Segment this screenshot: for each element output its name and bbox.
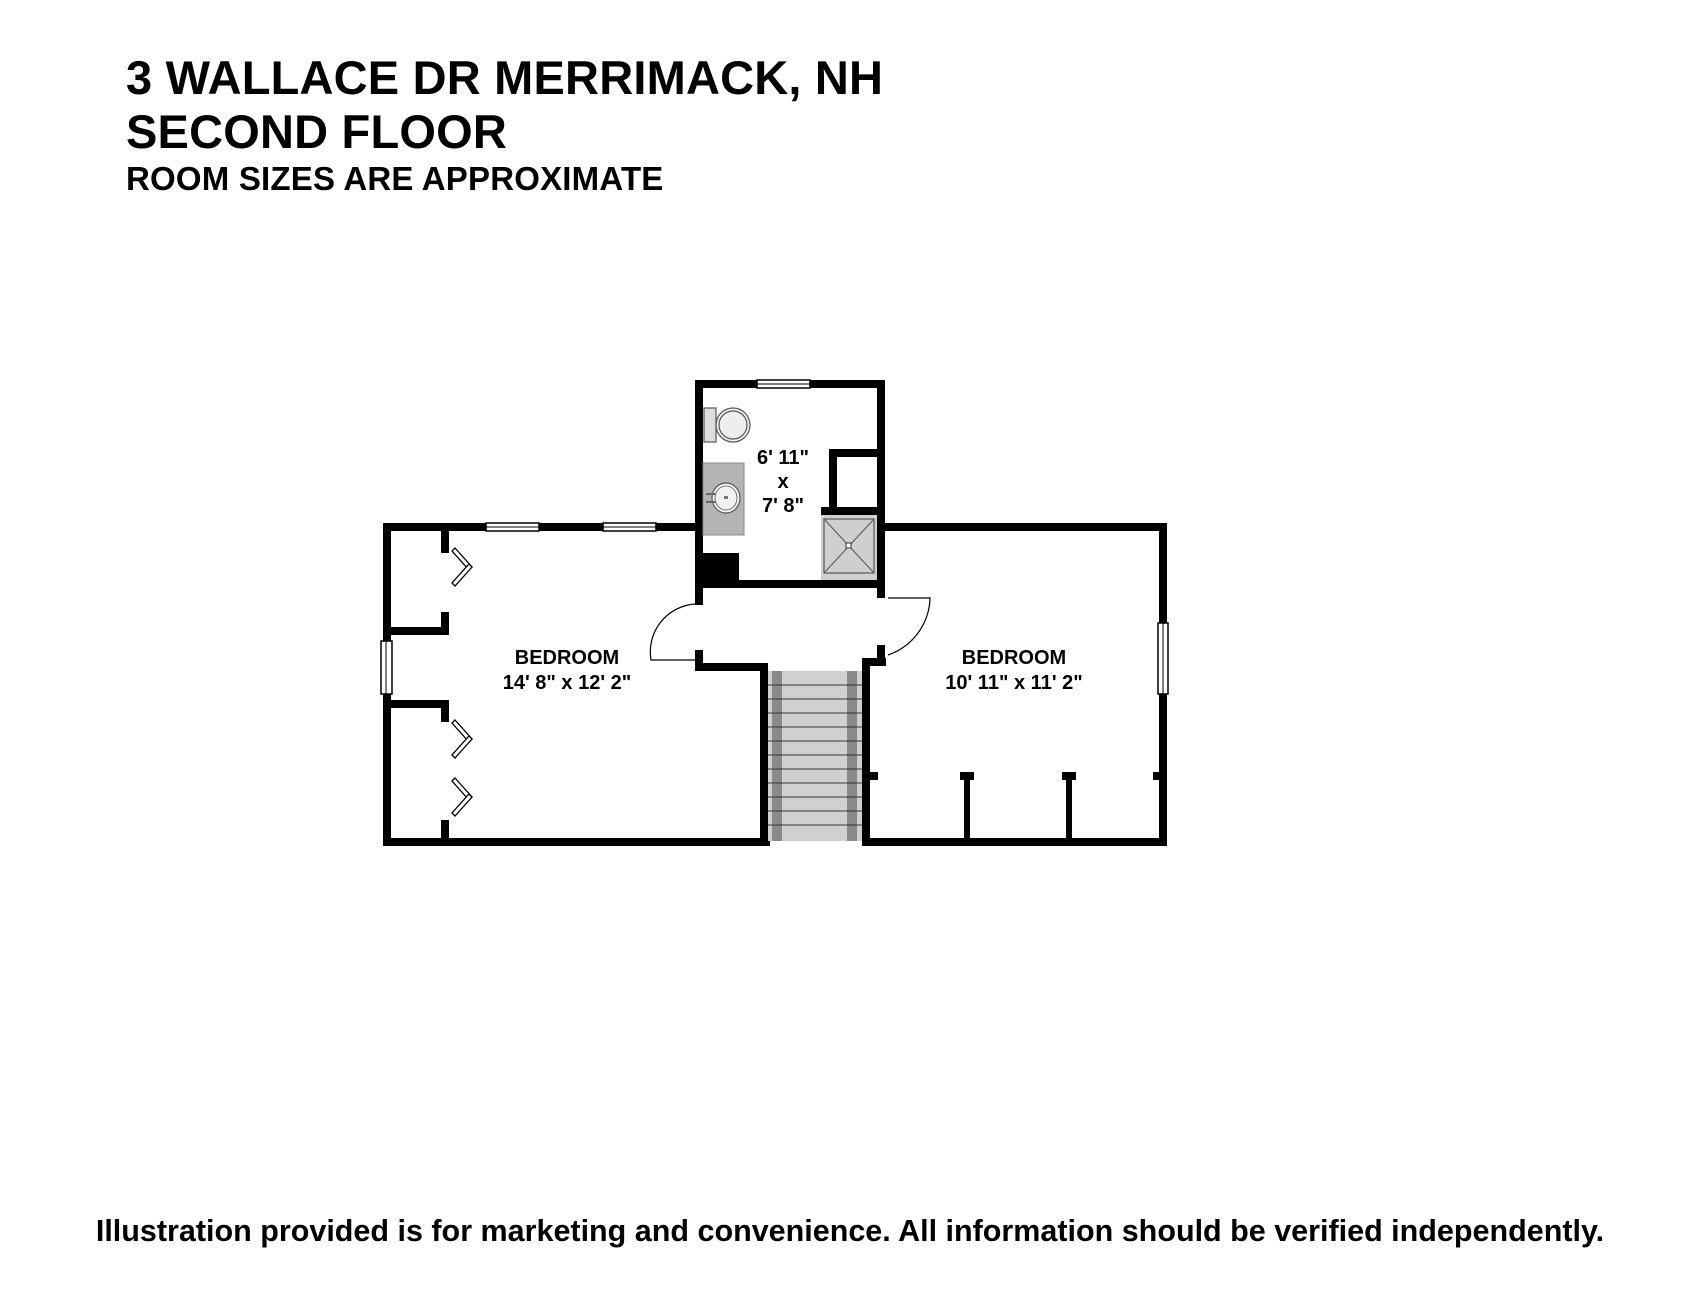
disclaimer-footer: Illustration provided is for marketing a… — [95, 1214, 1605, 1248]
toilet-icon — [703, 407, 751, 443]
room-size-left-bedroom: 14' 8" x 12' 2" — [503, 672, 632, 694]
room-size-bathroom-line2: 7' 8" — [762, 495, 804, 517]
room-size-bathroom-sep: x — [777, 471, 788, 493]
shower-icon — [821, 515, 877, 580]
room-size-bathroom-line1: 6' 11" — [757, 447, 809, 469]
address-title: 3 WALLACE DR MERRIMACK, NH — [126, 51, 884, 104]
stairs-icon — [768, 671, 862, 841]
room-name-right-bedroom: BEDROOM — [962, 647, 1066, 669]
bifold-closet-door-icon — [451, 547, 473, 817]
sink-icon — [702, 462, 745, 536]
door-swing-icon — [649, 597, 931, 661]
room-size-right-bedroom: 10' 11" x 11' 2" — [945, 672, 1082, 694]
window-icon — [1157, 622, 1169, 695]
room-name-left-bedroom: BEDROOM — [515, 647, 619, 669]
right-bedroom-walls — [862, 523, 1167, 846]
left-bedroom-walls — [383, 523, 770, 846]
approximate-note: ROOM SIZES ARE APPROXIMATE — [126, 160, 664, 197]
window-icon — [756, 379, 811, 389]
window-icon-line — [385, 526, 656, 694]
floor-title: SECOND FLOOR — [126, 105, 508, 158]
